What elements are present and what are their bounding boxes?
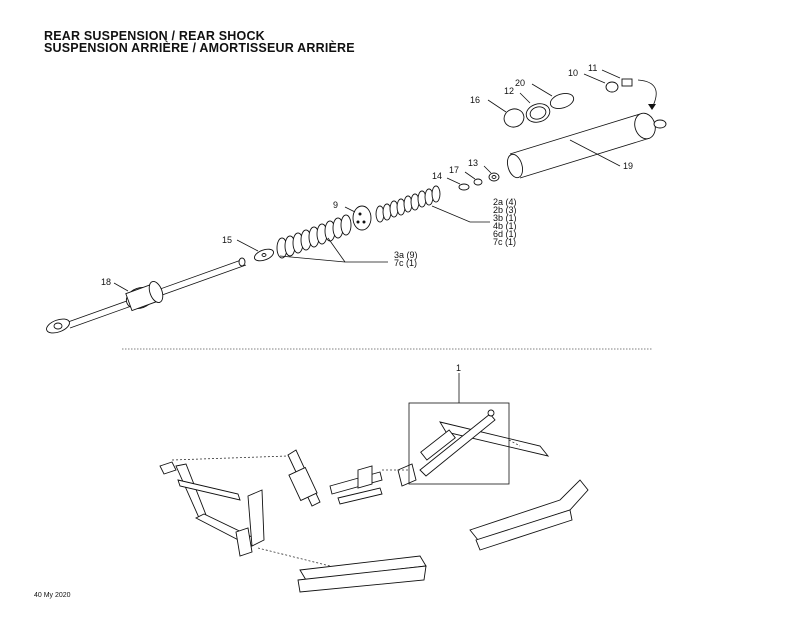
callout-15: 15	[222, 235, 232, 245]
callout-18: 18	[101, 277, 111, 287]
part-20-cap[interactable]	[548, 91, 575, 111]
valve-arrow	[637, 79, 657, 109]
part-10-cap[interactable]	[605, 81, 619, 93]
kit-list-a: 2a (4) 2b (3) 3b (1) 4b (1) 6d (1) 7c (1…	[493, 197, 517, 247]
callout-12: 12	[504, 86, 514, 96]
part-14-washer[interactable]	[458, 183, 470, 191]
rear-shock-assembly[interactable]	[287, 449, 321, 507]
title-english: REAR SUSPENSION / REAR SHOCK	[44, 29, 265, 43]
kit-b-item: 3a (9)	[394, 250, 418, 260]
callout-14: 14	[432, 171, 442, 181]
suspension-frame-right	[397, 421, 589, 551]
part-15-washer[interactable]	[253, 247, 275, 263]
part-17-washer[interactable]	[473, 178, 483, 186]
callout-11: 11	[588, 63, 597, 73]
kit-a-item: 4b (1)	[493, 221, 517, 231]
kit-a-item: 3b (1)	[493, 213, 517, 223]
suspension-arm	[329, 465, 383, 505]
kit-a-item: 6d (1)	[493, 229, 517, 239]
kit-a-item: 2a (4)	[493, 197, 517, 207]
callout-10: 10	[568, 68, 578, 78]
part-19-shock-body[interactable]	[505, 111, 667, 180]
part-3a-shim-stack[interactable]	[276, 214, 352, 259]
suspension-frame	[159, 461, 427, 593]
detail-rear-shock[interactable]	[419, 409, 496, 477]
part-11-valve[interactable]	[621, 78, 633, 87]
valve-arrow-head	[648, 104, 656, 110]
callout-9: 9	[333, 200, 338, 210]
callout-17: 17	[449, 165, 459, 175]
diagram-title: REAR SUSPENSION / REAR SHOCK SUSPENSION …	[44, 29, 355, 55]
part-2a-shim-stack[interactable]	[375, 185, 441, 223]
footer-date: 40 My 2020	[34, 592, 71, 599]
part-13-nut[interactable]	[488, 172, 500, 182]
kit-b-item: 7c (1)	[394, 258, 417, 268]
kit-a-item: 7c (1)	[493, 237, 516, 247]
kit-list-b: 3a (9) 7c (1)	[394, 250, 418, 268]
callout-20: 20	[515, 78, 525, 88]
callout-16: 16	[470, 95, 480, 105]
callout-1: 1	[456, 363, 461, 373]
part-9-piston[interactable]	[352, 205, 372, 231]
callout-19: 19	[623, 161, 633, 171]
part-16-o-ring[interactable]	[502, 106, 526, 129]
part-12-seal[interactable]	[524, 101, 552, 125]
part-18-shaft[interactable]	[45, 257, 247, 336]
kit-a-item: 2b (3)	[493, 205, 517, 215]
callout-13: 13	[468, 158, 478, 168]
title-french: SUSPENSION ARRIÈRE / AMORTISSEUR ARRIÈRE	[44, 41, 355, 55]
